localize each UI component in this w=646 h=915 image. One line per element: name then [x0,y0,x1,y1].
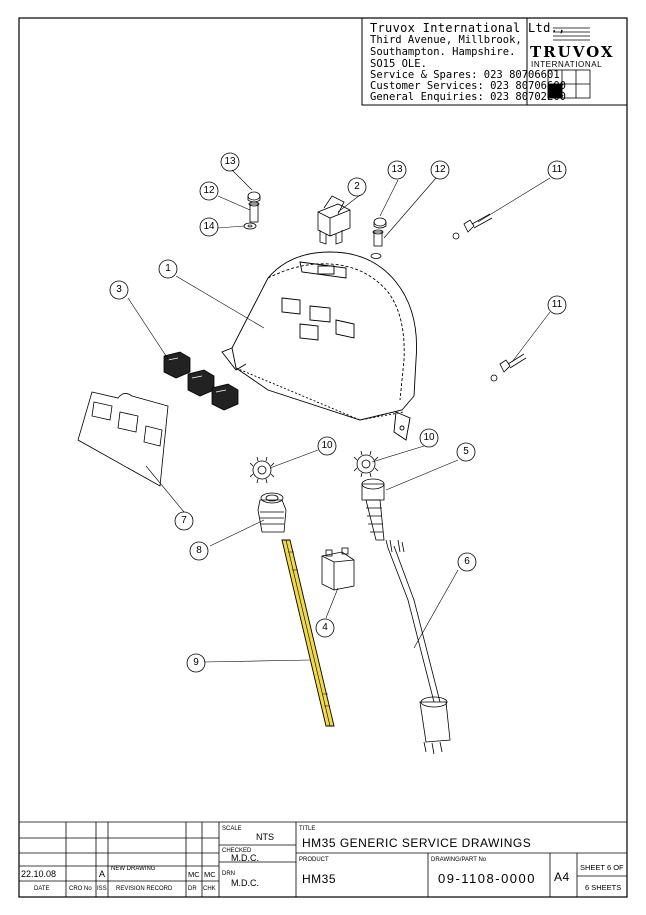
cap-part-13b [373,217,387,229]
sheet-count-line-2: 6 SHEETS [585,883,622,892]
header-dr: DR [188,886,197,892]
sheet-count-line-1: SHEET 6 OF [580,863,624,872]
address-line-2: Southampton. Hampshire. [370,46,516,58]
bubble-label: 14 [203,221,215,232]
product-label: PRODUCT [299,857,329,863]
bubble-label: 9 [193,657,199,668]
checked-value: M.D.C. [231,853,259,863]
address-line-1: Third Avenue, Millbrook, [370,34,522,46]
cable-part-6 [385,539,451,755]
bubble-label: 13 [391,164,403,175]
sheet-border [18,17,628,898]
gland-nut-part-8 [257,492,287,533]
checked-label: CHECKED [222,848,252,854]
washer-part-14 [243,222,257,230]
contact-customer: Customer Services: 023 80706600 [370,80,566,92]
star-washer-part-10b [353,450,379,478]
company-header-box [361,17,628,106]
scale-value: NTS [256,832,274,842]
rocker-switch-part-2 [317,195,351,245]
logo-subtitle: INTERNATIONAL [531,60,603,69]
contact-enquiries: General Enquiries: 023 80702200 [370,91,566,103]
title-block-grid [19,821,627,897]
bubble-label: 4 [322,622,328,633]
bubble-label: 13 [224,156,236,167]
leader-lines [127,169,551,663]
drawing-number-value: 09-1108-0000 [438,871,536,886]
header-date: DATE [34,886,50,892]
shaft-part-9 [281,539,335,727]
logo-wordmark: TRUVOX [530,43,615,61]
drawing-number-label: DRAWING/PART No [431,857,487,863]
washer-part-13b-base [370,253,382,259]
drn-value: M.D.C. [231,878,259,888]
revision-record: NEW DRAWING [111,866,156,872]
bubble-label: 2 [354,181,360,192]
revision-chk: MC [204,870,216,879]
housing-part-1 [221,251,417,441]
bubble-label: 8 [196,545,202,556]
connector-block-part-4 [321,547,355,591]
bubble-label: 10 [321,440,333,451]
bubble-label: 6 [464,556,470,567]
screw-part-12b [372,229,384,247]
header-record: REVISION RECORD [116,886,173,892]
connectors-part-3 [163,351,239,411]
scale-label: SCALE [222,826,242,832]
address-line-3: SO15 OLE. [370,58,427,70]
bubble-label: 10 [423,432,435,443]
revision-iss: A [99,869,106,879]
screw-part-12a [248,201,260,223]
header-chk: CHK [203,886,216,892]
contact-service: Service & Spares: 023 80706601 [370,69,560,81]
truvox-logo-graphic [547,27,591,99]
bubble-label: 12 [203,185,215,196]
screw-part-11b [490,353,527,382]
bubble-label: 3 [116,284,122,295]
company-name: Truvox International Ltd., [370,21,566,35]
sheet-size: A4 [554,870,570,884]
bubble-label: 11 [551,164,563,175]
revision-dr: MC [188,870,200,879]
cable-gland-part-5 [361,478,385,541]
header-iss: ISS [97,886,107,892]
star-washer-part-10a [249,456,275,484]
cap-part-13a [247,191,261,203]
revision-date: 22.10.08 [21,869,57,879]
header-cro: CRO No [69,886,92,892]
bubble-label: 11 [551,299,563,310]
part-bubbles [109,152,567,673]
product-value: HM35 [302,872,337,886]
bubble-label: 7 [181,515,187,526]
bubble-label: 5 [463,446,469,457]
screw-part-11a [452,213,493,240]
title-label: TITLE [299,826,316,832]
drawing-title: HM35 GENERIC SERVICE DRAWINGS [302,836,532,850]
label-panel-part-7 [77,391,169,487]
bubble-label: 12 [434,164,446,175]
drn-label: DRN [222,871,235,877]
bubble-label: 1 [165,263,171,274]
